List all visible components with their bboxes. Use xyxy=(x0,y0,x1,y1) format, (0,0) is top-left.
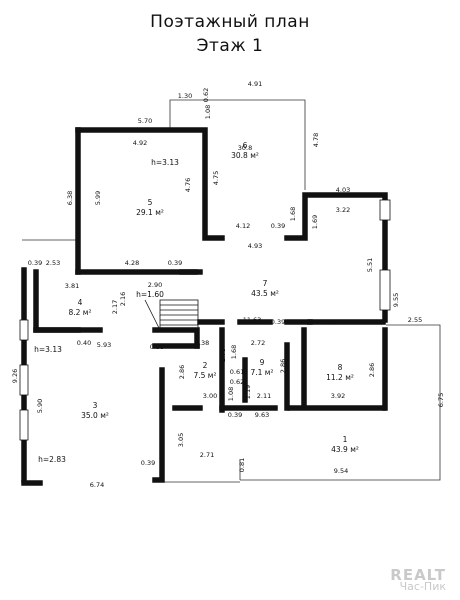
dimension-label: 5.93 xyxy=(97,341,111,349)
room-area: 7.1 м² xyxy=(251,368,274,377)
dimension-label: 1.68 xyxy=(289,207,297,221)
dimension-label: 5.70 xyxy=(138,117,152,125)
dimension-label: 1.68 xyxy=(230,345,238,359)
dimension-label: 0.62 xyxy=(202,88,210,102)
room-number: 8 xyxy=(338,363,343,372)
room-area: 11.2 м² xyxy=(326,373,354,382)
dimension-label: 3.22 xyxy=(336,206,350,214)
dimension-label: 9.55 xyxy=(392,293,400,307)
room-area: 43.5 м² xyxy=(251,289,279,298)
dimension-label: 0.62 xyxy=(230,378,244,386)
room-area: 8.2 м² xyxy=(69,308,92,317)
dimension-label: 0.39 xyxy=(168,259,182,267)
dimension-label: 30.8 xyxy=(238,144,252,152)
dimension-label: 4.75 xyxy=(212,171,220,185)
plan-title: Поэтажный план xyxy=(150,12,310,32)
stairs xyxy=(144,299,199,331)
room-number: 5 xyxy=(148,198,153,207)
dimension-label: 4.91 xyxy=(248,80,262,88)
room-number: 7 xyxy=(263,279,268,288)
dimension-label: 4.76 xyxy=(184,178,192,192)
ceiling-height: h=3.13 xyxy=(34,345,62,354)
dimension-label: 6.75 xyxy=(437,393,445,407)
dimension-label: 1.08 xyxy=(227,387,235,401)
dimension-label: 2.17 xyxy=(111,300,119,314)
ceiling-height: h=1.60 xyxy=(136,290,164,299)
dimension-label: 0.39 xyxy=(228,411,242,419)
dimension-label: 9.63 xyxy=(255,411,269,419)
dimension-label: 3.92 xyxy=(331,392,345,400)
dimension-label: 3.00 xyxy=(203,392,217,400)
dimension-label: 9.26 xyxy=(11,369,19,383)
dimension-label: 4.12 xyxy=(236,222,250,230)
room-number: 4 xyxy=(78,298,83,307)
dimension-label: 6.38 xyxy=(66,191,74,205)
dimension-label: 5.51 xyxy=(366,258,374,272)
dimension-label: 4.28 xyxy=(125,259,139,267)
dimension-label: 3.81 xyxy=(65,282,79,290)
room-number: 2 xyxy=(203,361,208,370)
dimension-label: 0.81 xyxy=(238,458,246,472)
dimension-label: 9.54 xyxy=(334,467,348,475)
room-area: 43.9 м² xyxy=(331,445,359,454)
dimension-label: 0.39 xyxy=(271,222,285,230)
dimension-label: 2.86 xyxy=(368,363,376,377)
dimension-label: 2.55 xyxy=(408,316,422,324)
dimension-label: 4.93 xyxy=(248,242,262,250)
floor-title: Этаж 1 xyxy=(196,36,264,56)
room-number: 1 xyxy=(343,435,348,444)
dimension-label: 2.38 xyxy=(195,339,209,347)
dimension-label: 0.39 xyxy=(271,318,285,326)
dimension-label: 0.61 xyxy=(230,368,244,376)
thin-outline xyxy=(22,99,441,483)
dimension-label: 0.39 xyxy=(150,343,164,351)
watermark-sub: Час-Пик xyxy=(399,580,446,593)
dimension-label: 0.39 xyxy=(321,318,335,326)
dimension-label: 2.16 xyxy=(119,292,127,306)
dimension-label: 4.92 xyxy=(133,139,147,147)
dimension-label: 2.90 xyxy=(148,281,162,289)
ceiling-height: h=2.83 xyxy=(38,455,66,464)
dimension-label: 1.30 xyxy=(178,92,192,100)
room-area: 7.5 м² xyxy=(194,371,217,380)
dimension-label: 4.03 xyxy=(336,186,350,194)
dimension-label: 2.53 xyxy=(46,259,60,267)
room-area: 30.8 м² xyxy=(231,151,259,160)
dimension-label: 1.79 xyxy=(219,348,227,362)
dimension-label: 1.08 xyxy=(204,105,212,119)
room-number: 6 xyxy=(243,141,248,150)
dimension-label: 4.78 xyxy=(312,133,320,147)
room-number: 9 xyxy=(260,358,265,367)
dimension-label: 3.05 xyxy=(177,433,185,447)
dimension-label: 2.86 xyxy=(279,359,287,373)
dimension-label: 6.74 xyxy=(90,481,104,489)
dimension-label: 2.71 xyxy=(200,451,214,459)
dimension-label: 11.63 xyxy=(243,316,262,324)
dimension-label: 2.16 xyxy=(32,296,40,310)
room-area: 29.1 м² xyxy=(136,208,164,217)
dimension-label: 0.40 xyxy=(77,339,91,347)
dimension-label: 5.90 xyxy=(36,399,44,413)
room-area: 35.0 м² xyxy=(81,411,109,420)
dimension-labels: 4.91 1.30 0.62 5.70 1.08 4.78 4.92 30.8 6.38 5.99… xyxy=(11,80,445,489)
dimension-label: 0.39 xyxy=(28,259,42,267)
openings xyxy=(19,199,391,441)
ceiling-height: h=3.13 xyxy=(151,158,179,167)
dimension-label: 2.11 xyxy=(257,392,271,400)
dimension-label: 2.86 xyxy=(178,365,186,379)
room-number: 3 xyxy=(93,401,98,410)
dimension-label: 1.69 xyxy=(311,215,319,229)
dimension-label: 2.72 xyxy=(251,339,265,347)
dimension-label: 1.19 xyxy=(244,385,252,399)
walls xyxy=(21,127,388,486)
dimension-label: 0.39 xyxy=(200,318,214,326)
dimension-label: 0.39 xyxy=(141,459,155,467)
dimension-label: 5.99 xyxy=(94,191,102,205)
watermark-brand: REALT xyxy=(390,566,446,584)
watermark: REALT Час-Пик xyxy=(390,566,446,593)
